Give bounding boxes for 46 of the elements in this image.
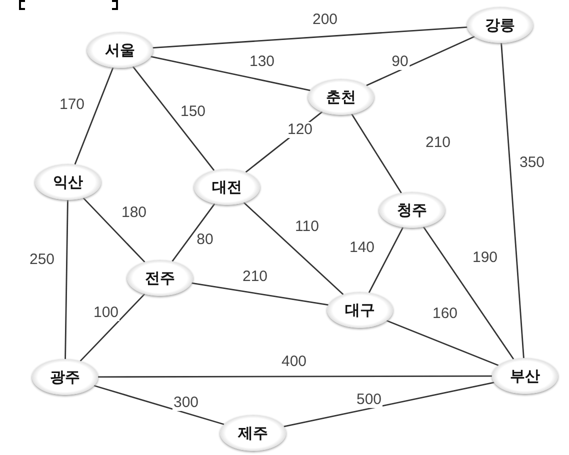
connector-line <box>366 36 475 86</box>
connector-line <box>368 227 404 293</box>
connector-line <box>192 282 328 306</box>
city-name: 청주 <box>397 200 427 220</box>
connector-line <box>422 226 514 360</box>
city-name: 제주 <box>238 424 268 442</box>
connector-line <box>132 66 215 171</box>
city-ellipse <box>127 260 193 296</box>
connector-line <box>284 382 494 428</box>
edge-label: 100 <box>92 305 120 321</box>
city-ellipse <box>327 292 393 328</box>
city-name: 익산 <box>53 172 83 192</box>
city-ellipse <box>379 192 445 228</box>
city-name: 서울 <box>105 40 135 60</box>
connector-line <box>386 320 499 366</box>
city-name: 전주 <box>145 268 175 288</box>
edge-label: 120 <box>286 122 314 138</box>
city-ellipse <box>87 32 153 68</box>
city-name: 부산 <box>510 366 540 386</box>
city-ellipse <box>32 359 98 395</box>
city-ellipse <box>467 7 533 43</box>
connector-line <box>351 114 402 194</box>
connector-line <box>94 384 224 426</box>
city-name: 대전 <box>212 178 242 196</box>
connector-line <box>172 203 216 262</box>
connector-line <box>243 202 344 295</box>
city-ellipse <box>220 415 286 451</box>
city-ellipse <box>35 164 101 200</box>
edge-label: 300 <box>172 395 200 411</box>
city-ellipse <box>194 169 260 205</box>
city-name: 강릉 <box>485 16 515 34</box>
city-ellipse <box>492 358 558 394</box>
connector-line <box>82 197 146 263</box>
city-ellipse <box>308 79 374 115</box>
connector-line <box>74 67 114 165</box>
connector-line <box>500 42 524 358</box>
connector-line <box>150 56 310 92</box>
connector-line <box>98 375 492 378</box>
connector-line <box>152 26 468 49</box>
edge-label: 500 <box>355 392 383 408</box>
city-name: 광주 <box>50 368 80 386</box>
edge-label: 90 <box>390 54 410 70</box>
connector-line <box>64 200 68 360</box>
connector-line <box>80 293 146 362</box>
city-name: 대구 <box>345 300 375 320</box>
city-name: 춘천 <box>326 88 356 106</box>
